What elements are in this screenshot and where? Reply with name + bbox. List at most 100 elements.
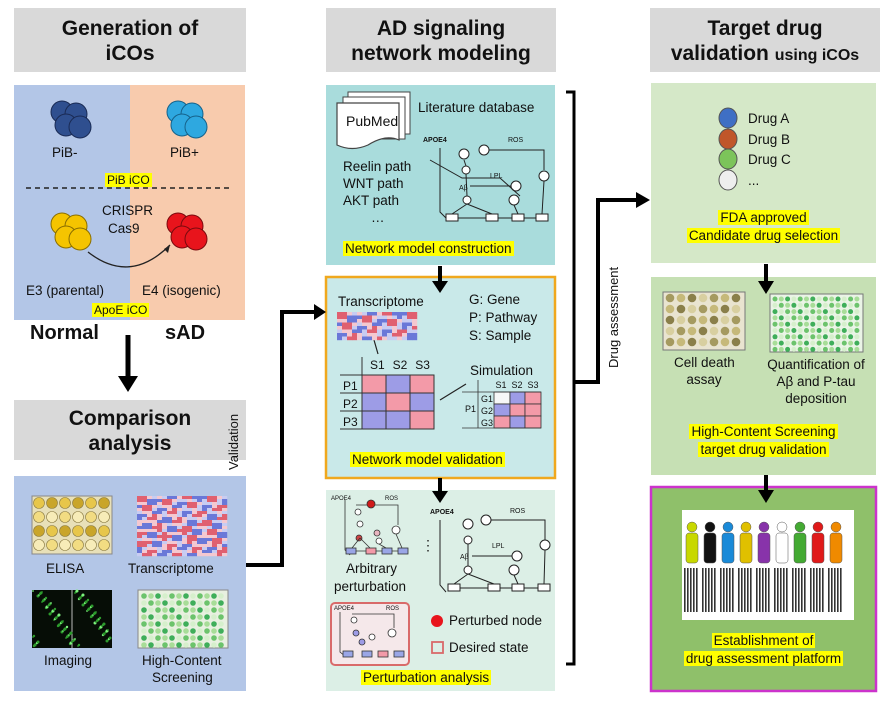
- hcs-well: [162, 635, 168, 641]
- heatmap-cell: [177, 535, 183, 539]
- heatmap-cell: [147, 496, 153, 500]
- heatmap-cell: [337, 319, 343, 323]
- heatmap-cell: [347, 326, 353, 330]
- arbitrary-label: Arbitrary: [346, 561, 398, 576]
- heatmap-cell: [372, 326, 378, 330]
- barcode-line: [813, 568, 815, 612]
- heatmap-cell: [352, 336, 358, 341]
- heatmap-cell: [207, 532, 213, 536]
- heatmap-cell: [352, 322, 358, 327]
- heatmap-cell: [177, 499, 183, 503]
- validation-arrow-label: Validation: [226, 413, 241, 470]
- quant-well: [797, 302, 803, 308]
- hcs-well: [141, 600, 147, 606]
- quant-well: [829, 346, 835, 352]
- elisa-well: [98, 511, 110, 523]
- heatmap-cell: [147, 517, 153, 521]
- heatmap-cell: [207, 499, 213, 503]
- drug-item: ...: [748, 172, 760, 188]
- elisa-well: [98, 539, 110, 551]
- path-list: Reelin path WNT path AKT path …: [343, 158, 411, 226]
- heatmap-cell: [177, 508, 183, 512]
- heatmap-cell: [387, 322, 393, 327]
- heatmap-cell: [352, 312, 358, 316]
- down-arrow-validation: [432, 491, 448, 503]
- barcode-line: [798, 568, 800, 612]
- hcs-well: [197, 593, 203, 599]
- heatmap-cell: [217, 532, 223, 536]
- heatmap-cell: [182, 535, 188, 539]
- heatmap-cell: [192, 535, 198, 539]
- quant-well: [829, 340, 835, 346]
- e3-organoid: [50, 212, 92, 251]
- heatmap-cell: [202, 553, 208, 557]
- heatmap-cell: [172, 505, 178, 509]
- heatmap-cell: [187, 529, 193, 533]
- hcs-well: [197, 628, 203, 634]
- quant-well: [816, 346, 822, 352]
- heatmap-cell: [402, 312, 408, 316]
- heatmap-cell: [367, 312, 373, 316]
- heatmap-cell: [217, 544, 223, 548]
- hcs-well: [197, 614, 203, 620]
- heatmap-cell: [382, 315, 388, 320]
- heatmap-cell: [152, 514, 158, 518]
- quant-well: [778, 334, 784, 340]
- person-body: [721, 532, 735, 564]
- quant-well: [835, 334, 841, 340]
- heatmap-cell: [137, 526, 143, 530]
- comparison-header: Comparison analysis: [14, 400, 246, 460]
- hcs-well: [176, 607, 182, 613]
- heatmap-cell: [212, 508, 218, 512]
- hcs-well: [183, 635, 189, 641]
- person-head: [830, 521, 842, 533]
- drug-a-dot: [718, 107, 738, 129]
- heatmap-cell: [357, 329, 363, 334]
- hcs-well: [183, 607, 189, 613]
- heatmap-cell: [197, 508, 203, 512]
- barcode-line: [834, 568, 836, 612]
- heatmap-cell: [192, 544, 198, 548]
- heatmap-cell: [192, 523, 198, 527]
- heatmap-cell: [407, 315, 413, 320]
- barcode-line: [693, 568, 695, 612]
- heatmap-cell: [202, 523, 208, 527]
- imaging-speck: [65, 625, 69, 629]
- heatmap-cell: [192, 499, 198, 503]
- elisa-well: [85, 511, 97, 523]
- hcs-well: [190, 593, 196, 599]
- heatmap-cell: [362, 329, 368, 334]
- heatmap-cell: [167, 538, 173, 542]
- quant-well: [848, 340, 854, 346]
- heatmap-cell: [222, 517, 228, 521]
- quant-well: [835, 340, 841, 346]
- hcs-well: [218, 593, 224, 599]
- quant-well: [785, 302, 791, 308]
- barcode-line: [690, 568, 692, 612]
- imaging-speck: [98, 616, 102, 620]
- hcs-well: [197, 607, 203, 613]
- heatmap-cell: [207, 529, 213, 533]
- heatmap-cell: [142, 541, 148, 545]
- heatmap-cell: [167, 511, 173, 515]
- hcs-well: [155, 621, 161, 627]
- elisa-well: [59, 511, 71, 523]
- heatmap-cell: [202, 535, 208, 539]
- heatmap-cell: [167, 508, 173, 512]
- quant-well: [791, 309, 797, 315]
- heatmap-cell: [197, 511, 203, 515]
- heatmap-cell: [372, 319, 378, 323]
- hcs-well: [148, 593, 154, 599]
- hcs-well: [155, 614, 161, 620]
- heatmap-cell: [192, 511, 198, 515]
- heatmap-cell: [202, 520, 208, 524]
- quant-well: [810, 321, 816, 327]
- heatmap-cell: [412, 322, 418, 327]
- transcriptome-label-2: Transcriptome: [338, 294, 424, 309]
- heatmap-cell: [147, 553, 153, 557]
- heatmap-cell: [222, 505, 228, 509]
- heatmap-cell: [362, 333, 368, 337]
- quant-well: [835, 296, 841, 302]
- heatmap-cell: [222, 541, 228, 545]
